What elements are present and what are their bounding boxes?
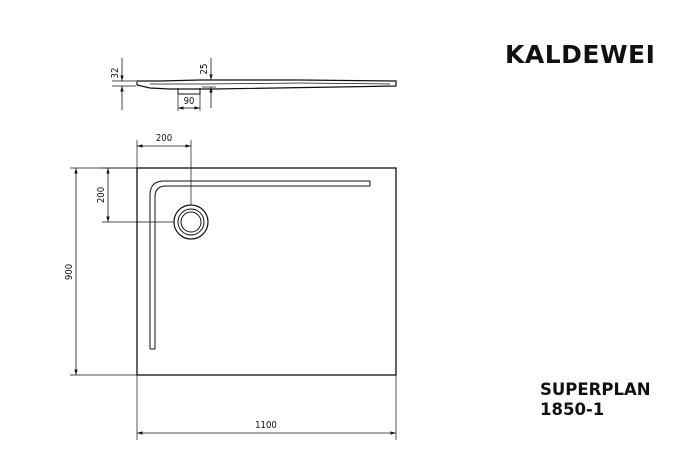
channel-outer [149,180,370,349]
product-name: SUPERPLAN [540,380,651,399]
product-code: 1850-1 [540,400,605,419]
drain-outer-ring [173,204,209,240]
channel-inner [154,185,370,349]
dim-label-32: 32 [110,68,121,79]
dim-label-200-horizontal: 200 [156,133,172,144]
dim-label-90: 90 [184,96,195,107]
side-profile-view [112,58,397,111]
drain-middle-ring [177,208,205,236]
brand-logo: KALDEWEI [505,40,656,69]
tray-profile-outline [136,79,397,90]
dim-label-25: 25 [199,64,210,75]
tray-outline [136,167,397,376]
dim-label-200-vertical: 200 [96,187,107,203]
dim-label-900: 900 [64,264,75,280]
dim-label-1100: 1100 [255,420,277,431]
drain-profile [177,88,201,95]
top-plan-view [70,140,397,440]
drain-inner-ring [180,211,202,233]
tray-profile-inner [150,82,391,85]
